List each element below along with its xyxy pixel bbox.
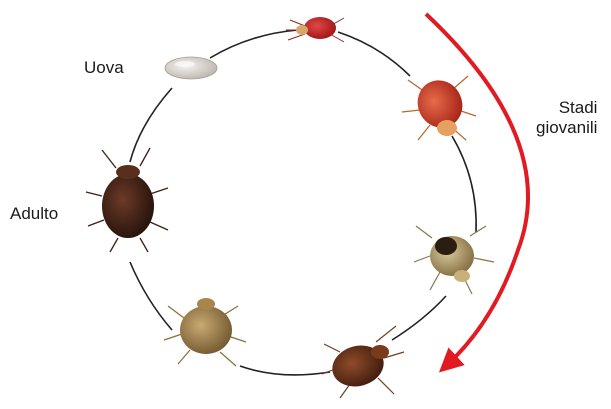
bedbug-nymph-tan-image <box>164 298 246 366</box>
cycle-arrow-nymph5-to-adult <box>130 262 172 330</box>
cycle-arrow-adult-to-egg <box>130 88 172 162</box>
bedbug-nymph-red-small-image <box>286 17 344 42</box>
juvenile-stages-arrow <box>426 14 528 366</box>
bedbug-nymph-brown-image <box>322 326 404 398</box>
cycle-arrow-nymph3-to-nymph4 <box>392 296 446 340</box>
adult-label: Adulto <box>10 204 58 224</box>
bedbug-nymph-red-image <box>402 73 476 140</box>
cycle-arrow-nymph4-to-nymph5 <box>240 366 330 375</box>
juvenile-stages-label: Stadi giovanili <box>536 98 597 138</box>
cycle-arrow-egg-to-nymph1 <box>210 30 298 58</box>
eggs-label: Uova <box>84 58 124 78</box>
cycle-arrow-nymph1-to-nymph2 <box>338 32 410 76</box>
bedbug-adult-image <box>86 148 168 252</box>
bedbug-nymph-pale-image <box>414 226 494 294</box>
cycle-arrow-nymph2-to-nymph3 <box>452 136 476 232</box>
bedbug-egg-image <box>165 57 217 79</box>
juvenile-stages-label-line1: Stadi <box>536 98 597 118</box>
juvenile-stages-label-line2: giovanili <box>536 118 597 138</box>
